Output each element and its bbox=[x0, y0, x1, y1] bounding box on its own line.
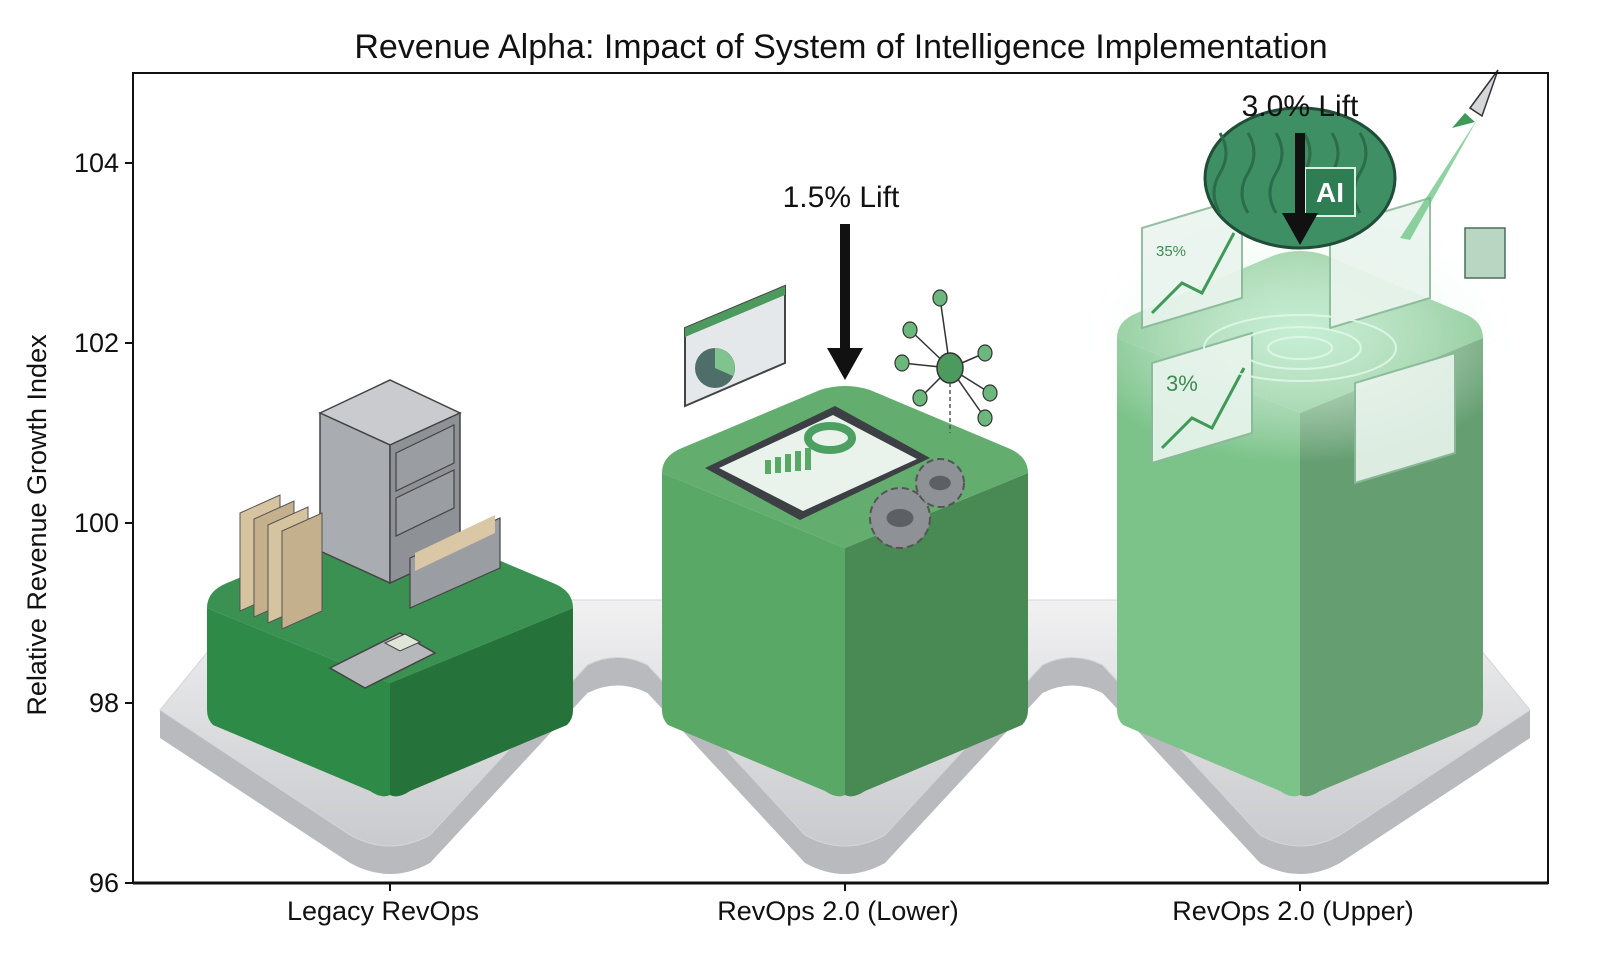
x-tick-label: RevOps 2.0 (Upper) bbox=[1172, 896, 1414, 926]
bar-face-right-shade bbox=[390, 608, 573, 797]
hologram-ring bbox=[1238, 326, 1362, 370]
growth-chart-panel-icon bbox=[1141, 196, 1243, 330]
cabinet-drawer bbox=[395, 424, 455, 492]
brain-fold bbox=[1268, 132, 1284, 214]
cabinet-drawer bbox=[395, 469, 455, 537]
tablet-screen bbox=[719, 415, 917, 511]
y-tick-label: 98 bbox=[89, 688, 119, 718]
bar-face-right-shade bbox=[845, 473, 1028, 797]
bar-face-right bbox=[390, 608, 573, 797]
network-node bbox=[977, 409, 993, 427]
arrow-down-icon bbox=[1282, 213, 1318, 245]
trend-arrow bbox=[1150, 232, 1236, 315]
network-node bbox=[902, 321, 918, 339]
tablet-bar-mark bbox=[795, 451, 801, 471]
upper-illustration: 35% 3% AI bbox=[1070, 69, 1530, 485]
tablet-bar-mark bbox=[805, 448, 811, 470]
tablet-bar-mark bbox=[765, 460, 771, 474]
hologram-ring bbox=[1203, 314, 1397, 382]
pie-slice bbox=[715, 348, 735, 376]
lift-annotation-label: 1.5% Lift bbox=[783, 181, 900, 214]
network-node bbox=[977, 344, 993, 362]
lower-illustration bbox=[684, 284, 998, 549]
y-tick-label: 102 bbox=[74, 328, 119, 358]
tablet-bar-mark bbox=[785, 454, 791, 472]
arrow-down-icon bbox=[827, 348, 863, 380]
calculator-display bbox=[383, 633, 422, 652]
bar-face-left bbox=[662, 473, 845, 797]
server-stack-icon bbox=[1464, 227, 1506, 279]
network-node bbox=[912, 389, 928, 407]
rocket-icon bbox=[1468, 69, 1499, 118]
brain-fold bbox=[1240, 132, 1256, 214]
network-node bbox=[894, 354, 910, 372]
network-hub-icon bbox=[936, 352, 964, 384]
gear-hole bbox=[929, 475, 951, 491]
network-node bbox=[982, 384, 998, 402]
folder-icon bbox=[281, 512, 323, 630]
ai-chip-icon bbox=[1304, 167, 1356, 217]
world-map-panel-icon bbox=[1354, 351, 1456, 485]
y-axis-label: Relative Revenue Growth Index bbox=[22, 334, 52, 716]
window-titlebar bbox=[685, 286, 785, 337]
bar-face-right bbox=[845, 473, 1028, 797]
annotations: 1.5% Lift 3.0% Lift bbox=[783, 90, 1359, 380]
drawer-files bbox=[415, 515, 495, 571]
network-node bbox=[932, 289, 948, 307]
bar-face-left bbox=[207, 608, 390, 797]
legacy-illustration bbox=[239, 379, 501, 689]
chart-title: Revenue Alpha: Impact of System of Intel… bbox=[354, 28, 1327, 66]
ai-chip-label: AI bbox=[1316, 177, 1344, 208]
x-tick-label: Legacy RevOps bbox=[287, 896, 479, 926]
bar-illustrations: 35% 3% AI bbox=[239, 69, 1530, 689]
rocket-trail bbox=[1400, 118, 1478, 240]
panel-label: 3% bbox=[1166, 371, 1198, 396]
hologram-ring bbox=[1267, 336, 1333, 360]
donut-chart-icon bbox=[804, 422, 856, 454]
x-tick-label: RevOps 2.0 (Lower) bbox=[717, 896, 959, 926]
y-tick-label: 96 bbox=[89, 868, 119, 898]
trend-arrow bbox=[1160, 367, 1246, 450]
rocket-fin bbox=[1452, 113, 1475, 128]
y-tick-label: 100 bbox=[74, 508, 119, 538]
lift-annotation-label: 3.0% Lift bbox=[1242, 90, 1359, 123]
growth-chart-panel-icon bbox=[1151, 331, 1253, 465]
pie-chart-window-icon bbox=[684, 284, 786, 408]
gear-hole bbox=[886, 509, 914, 527]
tablet-bar-mark bbox=[775, 457, 781, 473]
lift-arrow-shaft bbox=[1295, 133, 1305, 215]
lift-arrow-shaft bbox=[840, 224, 850, 350]
panel-label: 35% bbox=[1156, 243, 1186, 260]
y-tick-label: 104 bbox=[74, 148, 119, 178]
brain-fold bbox=[1212, 132, 1228, 214]
